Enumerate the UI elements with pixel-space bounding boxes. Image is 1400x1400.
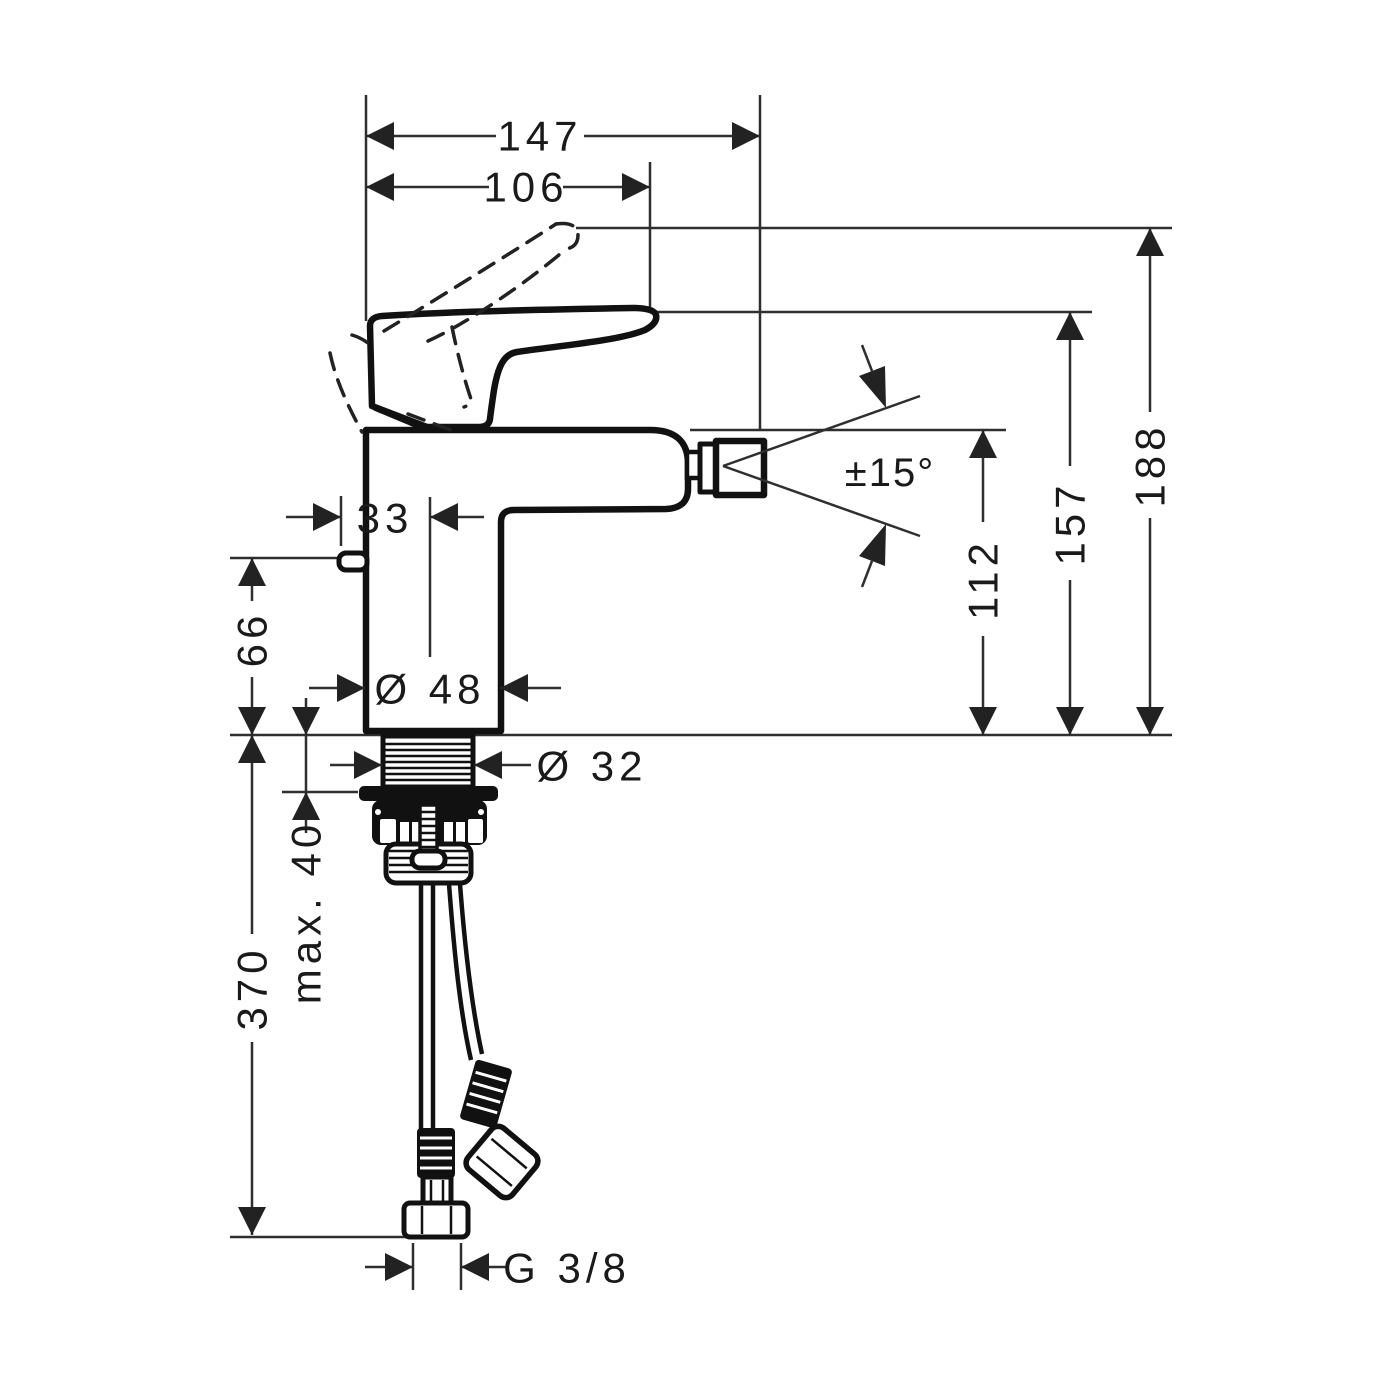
dimension-157 — [1056, 312, 1084, 735]
dimension-32 — [330, 751, 531, 779]
label-height-spout: 112 — [960, 538, 1007, 620]
label-handle-tip-height: 66 — [229, 611, 276, 668]
label-body-diameter: Ø 48 — [374, 666, 485, 713]
mounting-assembly — [359, 733, 541, 1240]
label-projection-handle: 106 — [483, 164, 568, 211]
aerator-swivel-indicator — [722, 344, 921, 588]
supply-hose-left — [401, 884, 471, 1240]
mounting-flange — [359, 786, 498, 801]
hose-hex-nut-left — [401, 1200, 471, 1240]
label-max-mounting-thickness: max. 40 — [283, 820, 330, 1004]
aerator-body — [712, 437, 768, 499]
dimension-33 — [286, 496, 484, 657]
hose-ferrule-right — [460, 1059, 512, 1129]
faucet-handle — [366, 304, 660, 431]
dimension-112 — [969, 430, 997, 735]
dimension-66 — [238, 558, 266, 735]
handle-front-edge — [373, 407, 423, 431]
dimensions — [238, 122, 1164, 1281]
shank-threads — [385, 742, 471, 782]
dimension-188 — [1136, 228, 1164, 735]
handle-raised-dashed-outline — [328, 221, 580, 434]
dimension-147 — [366, 122, 760, 150]
dimension-370 — [238, 735, 266, 1235]
label-supply-hose-length: 370 — [229, 945, 276, 1030]
hose-ferrule-left — [417, 1128, 455, 1178]
label-aerator-swivel: ±15° — [845, 451, 935, 495]
label-height-overall: 188 — [1127, 422, 1174, 507]
dimension-max40 — [292, 698, 320, 833]
label-supply-thread: G 3/8 — [503, 1245, 631, 1292]
aerator — [684, 437, 768, 499]
hose-neck-left — [420, 1174, 454, 1207]
faucet-body — [362, 426, 692, 735]
dimension-g38 — [365, 1253, 509, 1281]
label-handle-tip-offset: 33 — [357, 495, 414, 542]
dimension-labels: 147 106 33 Ø 48 Ø 32 G 3/8 ±15° 188 157 … — [229, 113, 1174, 1292]
dimension-106 — [366, 173, 650, 201]
faucet — [328, 221, 768, 735]
reference-lines — [230, 95, 1172, 1290]
label-projection-overall: 147 — [497, 113, 582, 160]
handle-tip-tab — [336, 550, 370, 573]
fastening-nut-slots — [375, 809, 484, 843]
label-height-handle: 157 — [1047, 480, 1094, 565]
label-shank-diameter: Ø 32 — [536, 743, 647, 790]
threaded-rod-foot — [409, 848, 448, 871]
threaded-rod-threads — [421, 810, 436, 849]
hose-connector-right — [463, 1123, 541, 1201]
dimension-48 — [309, 674, 561, 702]
supply-hose-right — [446, 883, 541, 1201]
